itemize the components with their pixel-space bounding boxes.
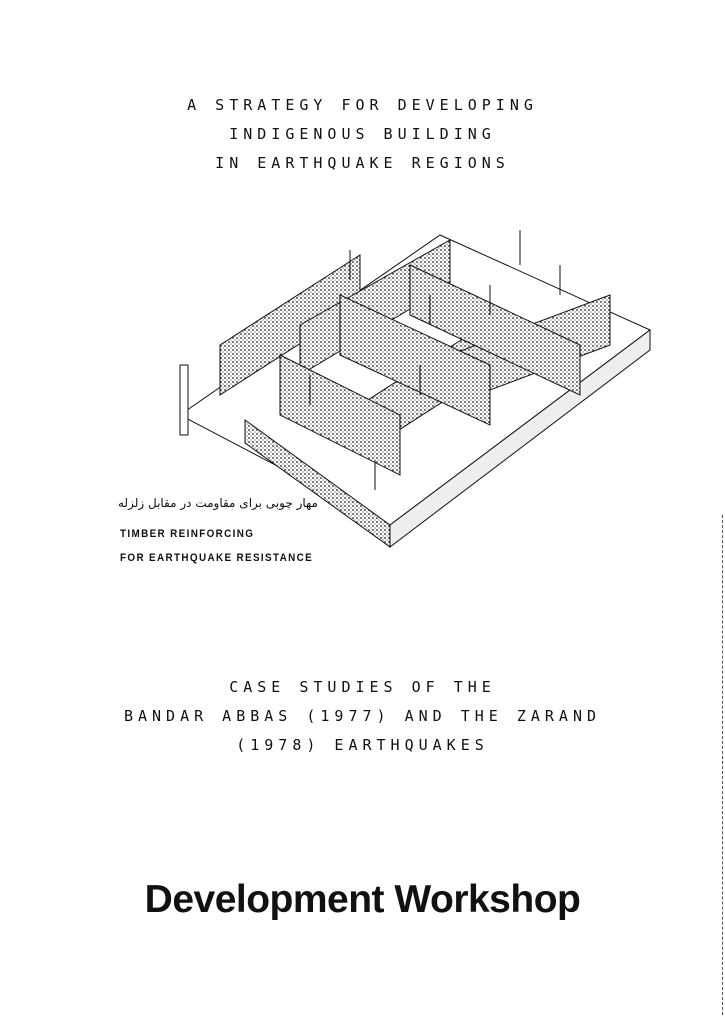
scan-edge-divider [720, 515, 723, 1015]
title-line-1: A STRATEGY FOR DEVELOPING [187, 96, 538, 114]
title-line-3: IN EARTHQUAKE REGIONS [215, 154, 510, 172]
organization-name: Development Workshop [144, 878, 581, 921]
title-line-2: INDIGENOUS BUILDING [229, 125, 496, 143]
caption-line-2: FOR EARTHQUAKE RESISTANCE [120, 552, 314, 564]
subtitle-line-2: BANDAR ABBAS (1977) AND THE ZARAND [123, 707, 602, 725]
subtitle-line-1: CASE STUDIES OF THE [229, 678, 496, 696]
building-illustration [179, 230, 651, 549]
persian-caption: مهار چوبی برای مقاومت در مقابل زلزله [118, 496, 318, 510]
subtitle-line-3: (1978) EARTHQUAKES [236, 736, 489, 754]
caption-line-1: TIMBER REINFORCING [120, 528, 255, 540]
